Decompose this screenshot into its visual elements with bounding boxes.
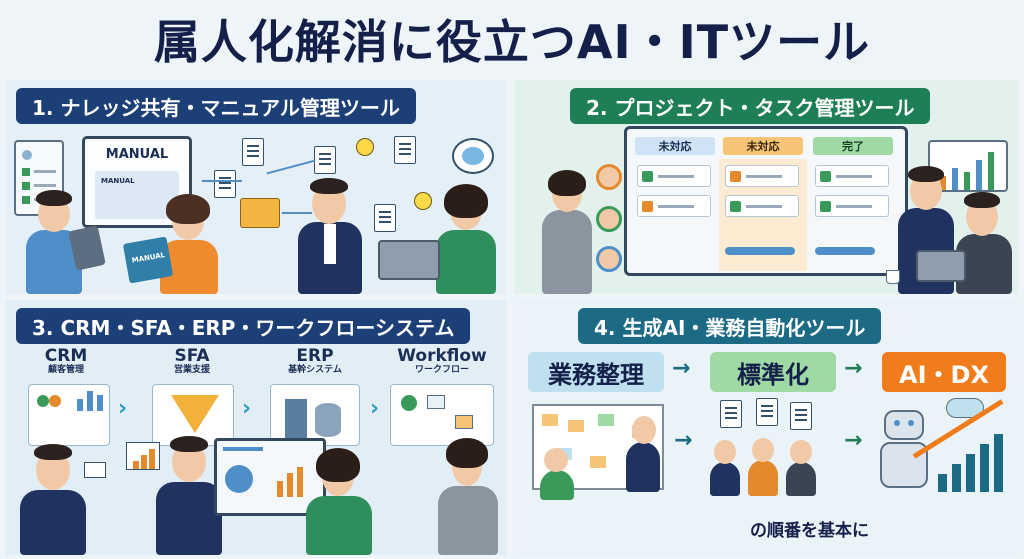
kanban-column-doing: 未対応	[723, 137, 803, 155]
document-icon	[394, 136, 416, 164]
laptop-icon	[378, 240, 440, 280]
document-icon	[374, 204, 396, 232]
connector-line	[202, 180, 242, 182]
panel-heading-tasks: 2. プロジェクト・タスク管理ツール	[570, 88, 931, 124]
document-icon	[242, 138, 264, 166]
laptop-icon	[916, 250, 966, 282]
chevron-right-icon: ›	[370, 396, 380, 421]
kanban-board: 未対応 未対応 完了	[624, 126, 908, 276]
connector-line	[282, 212, 312, 214]
coffee-cup-icon	[886, 270, 900, 284]
step-standardize: 標準化	[710, 352, 836, 392]
manual-monitor: MANUAL MANUAL	[82, 136, 192, 228]
avatar	[596, 246, 622, 272]
crm-icon-box	[28, 384, 110, 446]
workflow-icon-box	[390, 384, 494, 446]
erp-icon-box	[270, 384, 360, 446]
document-icon	[314, 146, 336, 174]
lightbulb-icon	[414, 192, 432, 210]
manual-book: MANUAL	[122, 236, 174, 284]
task-card[interactable]	[637, 165, 711, 187]
document-icon	[214, 170, 236, 198]
task-card[interactable]	[725, 195, 799, 217]
manual-label-small: MANUAL	[101, 177, 135, 185]
task-card[interactable]	[815, 165, 889, 187]
progress-bar	[815, 247, 875, 255]
system-crm: CRM 顧客管理	[44, 346, 88, 375]
system-erp: ERP 基幹システム	[288, 346, 342, 375]
arrow-right-icon: →	[844, 428, 863, 453]
document-icon	[756, 398, 778, 426]
avatar	[596, 164, 622, 190]
growth-bars	[932, 430, 1012, 492]
folder-icon	[240, 198, 280, 228]
panel-systems: 3. CRM・SFA・ERP・ワークフローシステム CRM 顧客管理 SFA 営…	[6, 300, 506, 555]
panel-heading-ai: 4. 生成AI・業務自動化ツール	[578, 308, 882, 344]
arrow-right-icon: →	[672, 356, 691, 381]
system-workflow: Workflow ワークフロー	[397, 346, 487, 375]
connector-line	[266, 159, 316, 175]
arrow-right-icon: →	[844, 356, 863, 381]
cloud-icon	[946, 398, 984, 418]
step-ai-dx: AI・DX	[882, 352, 1006, 392]
panel-heading-systems: 3. CRM・SFA・ERP・ワークフローシステム	[16, 308, 471, 344]
system-sfa: SFA 営業支援	[173, 346, 210, 375]
progress-bar	[725, 247, 795, 255]
manual-label: MANUAL	[105, 147, 169, 162]
brain-icon	[452, 138, 494, 174]
task-card[interactable]	[725, 165, 799, 187]
document-icon	[790, 402, 812, 430]
avatar	[596, 206, 622, 232]
panel-task-management: 2. プロジェクト・タスク管理ツール 未対応 未対応 完了	[514, 80, 1018, 294]
dashboard-monitor	[214, 438, 326, 516]
panel-ai-automation: 4. 生成AI・業務自動化ツール 業務整理 → 標準化 → AI・DX → →	[514, 300, 1018, 555]
document-icon	[720, 400, 742, 428]
mail-icon	[84, 462, 106, 478]
chevron-right-icon: ›	[242, 396, 252, 421]
page-title: 属人化解消に役立つAI・ITツール	[153, 15, 871, 69]
step-business-organize: 業務整理	[528, 352, 664, 392]
lightbulb-icon	[356, 138, 374, 156]
chart-icon	[126, 442, 160, 470]
task-card[interactable]	[815, 195, 889, 217]
kanban-column-done: 完了	[813, 137, 893, 155]
caption-text: の順番を基本に	[750, 521, 869, 541]
panel-heading-knowledge: 1. ナレッジ共有・マニュアル管理ツール	[16, 88, 416, 124]
task-card[interactable]	[637, 195, 711, 217]
panel-knowledge-sharing: 1. ナレッジ共有・マニュアル管理ツール MANUAL MANUAL MANUA…	[6, 80, 506, 294]
arrow-right-icon: →	[674, 428, 693, 453]
sfa-icon-box	[152, 384, 234, 446]
chevron-right-icon: ›	[118, 396, 128, 421]
kanban-column-todo: 未対応	[635, 137, 715, 155]
